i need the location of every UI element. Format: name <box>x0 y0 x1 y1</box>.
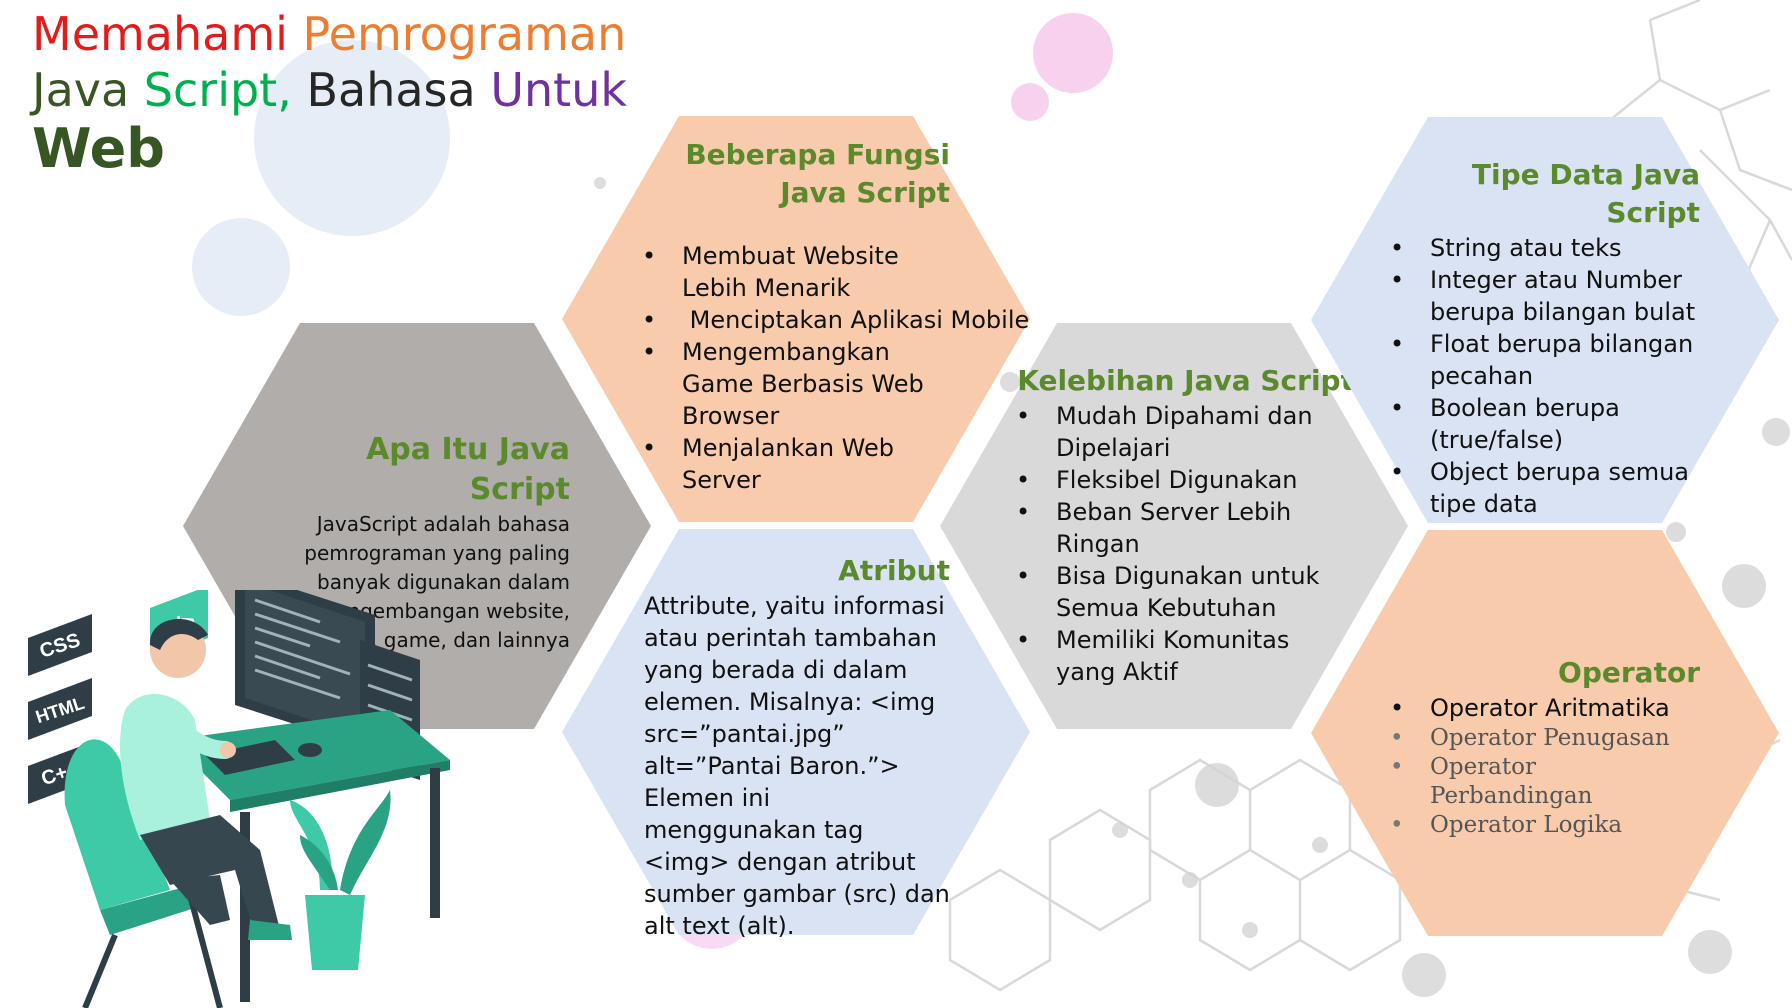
list-item: Object berupa semua tipe data <box>1388 456 1700 520</box>
hexagon-fungsi-list: Membuat Website Lebih Menarik Menciptaka… <box>640 240 1029 496</box>
title-word-memahami: Memahami <box>32 7 288 61</box>
hexagon-kelebihan-list: Mudah Dipahami dan Dipelajari Fleksibel … <box>1014 400 1354 688</box>
title-word-pemrograman: Pemrograman <box>302 7 627 61</box>
hexagon-operator-content: Operator Operator Aritmatika Operator Pe… <box>1388 654 1700 840</box>
developer-person <box>120 618 292 940</box>
hexagon-atribut <box>562 529 1030 935</box>
mouse <box>298 743 322 757</box>
title-line-3: Web <box>32 118 627 180</box>
hexagon-fungsi-content: Beberapa Fungsi Java Script Membuat Webs… <box>640 136 1029 496</box>
html-badge: HTML <box>28 678 92 740</box>
hexagon-tipe-data-list: String atau teks Integer atau Number ber… <box>1388 232 1700 520</box>
hexagon-kelebihan-content: Kelebihan Java Script Mudah Dipahami dan… <box>1014 362 1354 688</box>
hexagon-tipe-data-content: Tipe Data Java Script String atau teks I… <box>1388 156 1700 520</box>
css-badge: CSS <box>28 614 92 676</box>
list-item: Menciptakan Aplikasi Mobile <box>640 304 1029 336</box>
page-title: Memahami Pemrograman Java Script, Bahasa… <box>32 6 627 180</box>
hexagon-fungsi-title: Beberapa Fungsi Java Script <box>685 138 950 209</box>
list-item: Membuat Website Lebih Menarik <box>640 240 950 304</box>
hexagon-kelebihan-title: Kelebihan Java Script <box>1017 364 1354 397</box>
list-item: Beban Server Lebih Ringan <box>1014 496 1354 560</box>
list-item: Float berupa bilangan pecahan <box>1388 328 1700 392</box>
title-word-web: Web <box>32 117 165 180</box>
hexagon-operator-list: Operator Aritmatika Operator Penugasan O… <box>1388 692 1700 840</box>
list-item: Operator Logika <box>1388 811 1700 840</box>
hexagon-tipe-data-title: Tipe Data Java Script <box>1471 158 1700 229</box>
list-item: String atau teks <box>1388 232 1700 264</box>
title-line-1: Memahami Pemrograman <box>32 6 627 62</box>
hexagon-atribut-content: Atribut Attribute, yaitu informasi atau … <box>644 552 950 942</box>
hexagon-apa-itu-title: Apa Itu Java Script <box>366 432 570 507</box>
developer-illustration: CSS HTML C++ </> <box>28 590 450 1008</box>
title-word-script: Script, <box>143 63 292 117</box>
list-item: Menjalankan Web Server <box>640 432 950 496</box>
list-item: Memiliki Komunitas yang Aktif <box>1014 624 1354 688</box>
list-item: Integer atau Number berupa bilangan bula… <box>1388 264 1700 328</box>
plant <box>290 790 391 970</box>
list-item: Operator Perbandingan <box>1388 753 1700 811</box>
list-item: Mengembangkan Game Berbasis Web Browser <box>640 336 950 432</box>
list-item: Operator Penugasan <box>1388 724 1700 753</box>
title-word-java: Java <box>32 63 130 117</box>
keyboard <box>205 740 295 775</box>
list-item: Mudah Dipahami dan Dipelajari <box>1014 400 1354 464</box>
title-word-bahasa: Bahasa <box>306 63 476 117</box>
hexagon-atribut-text: Attribute, yaitu informasi atau perintah… <box>644 592 950 940</box>
hexagon-operator-title: Operator <box>1558 656 1700 689</box>
title-word-untuk: Untuk <box>490 63 627 117</box>
title-line-2: Java Script, Bahasa Untuk <box>32 62 627 118</box>
hexagon-atribut-title: Atribut <box>838 554 950 587</box>
list-item: Operator Aritmatika <box>1388 692 1700 724</box>
list-item: Boolean berupa (true/false) <box>1388 392 1700 456</box>
list-item: Fleksibel Digunakan <box>1014 464 1354 496</box>
list-item: Bisa Digunakan untuk Semua Kebutuhan <box>1014 560 1354 624</box>
monitor <box>235 590 375 755</box>
